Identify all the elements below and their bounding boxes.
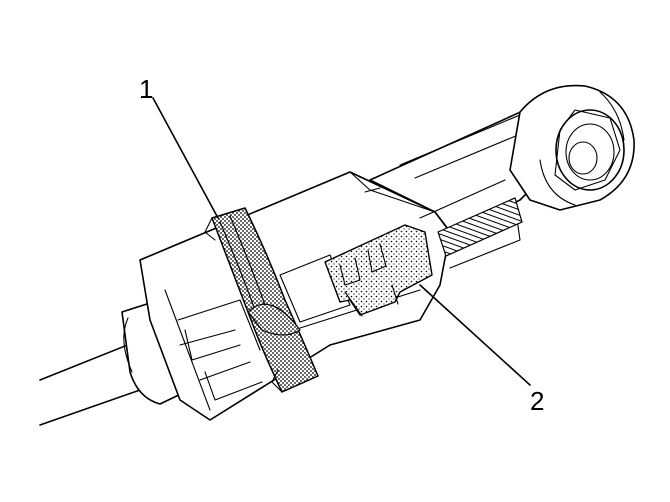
cable-ferrule <box>121 302 186 405</box>
callout-1-label: 1 <box>139 74 153 104</box>
lock-tab <box>324 224 433 317</box>
adjuster-spring <box>437 197 523 257</box>
callout-1: 1 <box>139 74 219 219</box>
callout-2-leader <box>419 284 531 386</box>
callout-2-label: 2 <box>530 386 544 416</box>
retaining-clip <box>204 207 319 393</box>
cable-eyelet <box>509 84 635 211</box>
callout-2: 2 <box>419 284 544 416</box>
callout-1-leader <box>152 97 219 219</box>
